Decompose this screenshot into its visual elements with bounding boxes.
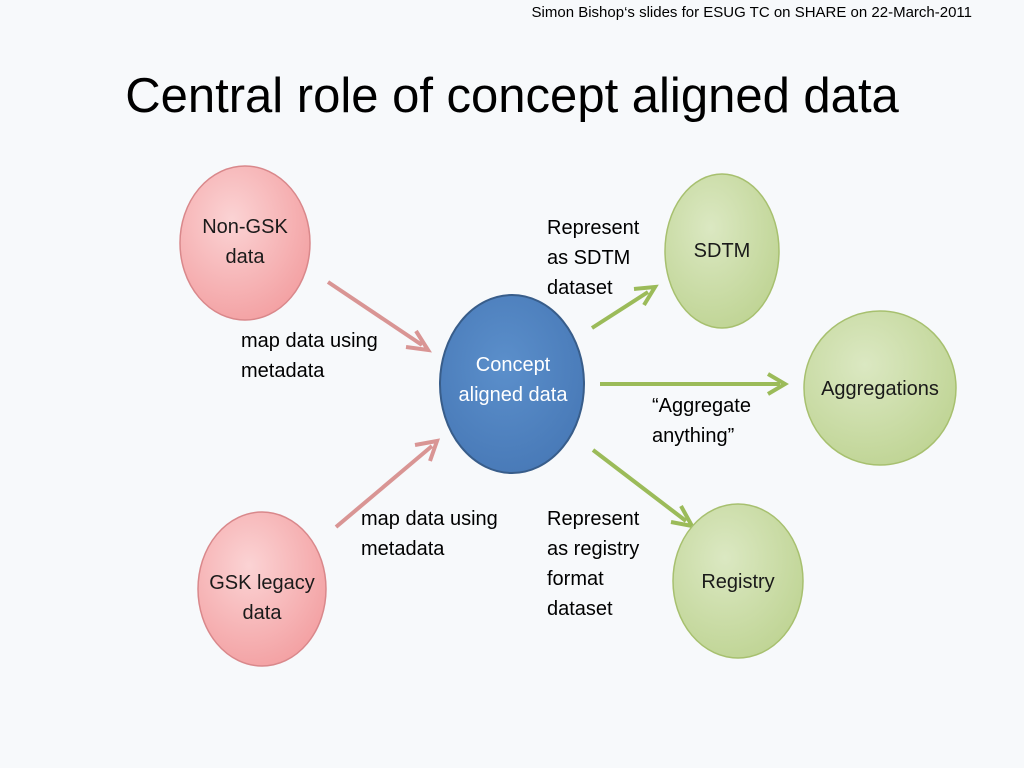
edge-label-aggregate: “Aggregate anything” (652, 395, 751, 447)
node-registry (672, 503, 804, 659)
arrow-gsk-legacy-to-concept (334, 438, 441, 529)
label-concept-aligned-data: Concept aligned data (458, 354, 568, 406)
arrow-concept-to-sdtm (590, 284, 659, 330)
header-note: Simon Bishop‘s slides for ESUG TC on SHA… (531, 4, 972, 21)
node-gsk-legacy-data (197, 511, 327, 667)
slide-title: Central role of concept aligned data (125, 69, 899, 123)
edge-label-non-gsk-map: map data using metadata (241, 330, 378, 382)
label-sdtm: SDTM (693, 240, 751, 262)
node-non-gsk-data (179, 165, 311, 321)
edge-label-gsk-legacy-map: map data using metadata (361, 508, 498, 560)
node-aggregations (803, 310, 957, 466)
edge-label-sdtm: Represent as SDTM dataset (547, 217, 640, 299)
node-sdtm (664, 173, 780, 329)
arrow-concept-to-aggregations (600, 372, 789, 396)
label-registry: Registry (701, 571, 775, 593)
edge-label-registry: Represent as registry format dataset (547, 508, 640, 620)
label-non-gsk-data: Non-GSK data (202, 216, 288, 268)
label-aggregations: Aggregations (821, 378, 939, 400)
arrow-non-gsk-to-concept (326, 280, 432, 353)
node-concept-aligned-data (439, 294, 585, 474)
label-gsk-legacy-data: GSK legacy data (209, 572, 315, 624)
